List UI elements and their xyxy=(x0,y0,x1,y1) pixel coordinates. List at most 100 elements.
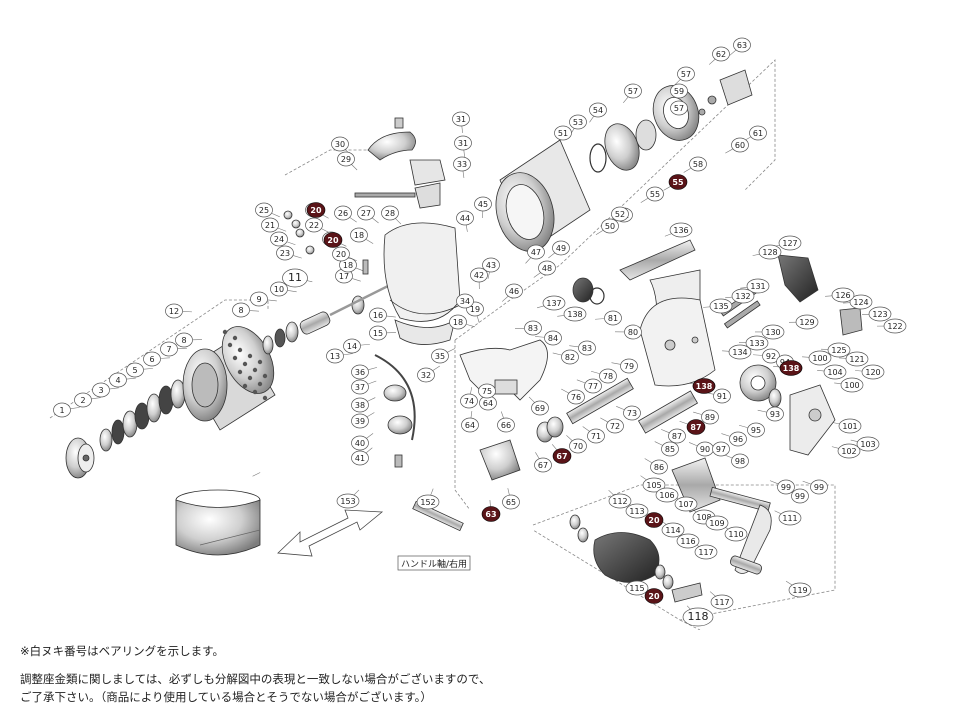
callout-label: 3 xyxy=(98,386,103,395)
callout-label: 113 xyxy=(629,507,644,516)
callout-1: 1 xyxy=(53,402,71,418)
leader-line xyxy=(725,148,733,154)
callout-label: 84 xyxy=(548,334,558,343)
leader-line xyxy=(271,213,280,218)
callout-102: 102 xyxy=(837,443,861,459)
callout-label: 40 xyxy=(355,439,365,448)
callout-120: 120 xyxy=(861,364,885,380)
leader-line xyxy=(293,255,302,259)
leader-line xyxy=(365,447,373,454)
callout-label: 52 xyxy=(615,210,625,219)
leader-line xyxy=(343,353,353,356)
callout-138: 138 xyxy=(563,306,587,322)
callout-97: 97 xyxy=(712,441,730,457)
parts-artwork xyxy=(65,69,863,603)
callout-107: 107 xyxy=(674,496,698,512)
callout-100: 100 xyxy=(840,377,864,393)
leader-line xyxy=(352,278,361,282)
callout-label: 16 xyxy=(373,311,383,320)
leader-line xyxy=(738,424,748,428)
callout-74: 74 xyxy=(460,393,478,409)
callout-label: 87 xyxy=(672,432,682,441)
leader-line xyxy=(679,420,688,425)
callout-label: 20 xyxy=(336,250,346,259)
spool-band-part xyxy=(175,489,261,556)
handle-note-box: ハンドル軸/右用 xyxy=(397,555,471,571)
callout-118: 118 xyxy=(682,607,714,627)
callout-label: 46 xyxy=(509,287,519,296)
exploded-parts-diagram: 1234567889101112131415161718181819202021… xyxy=(49,37,907,630)
leader-line xyxy=(487,271,490,279)
callout-label: 21 xyxy=(265,221,275,230)
callout-label: 17 xyxy=(339,272,349,281)
line-roller-part xyxy=(383,384,413,468)
callout-9: 9 xyxy=(250,291,268,307)
callout-label: 66 xyxy=(501,421,511,430)
callout-15: 15 xyxy=(369,325,387,341)
reel-body-part xyxy=(619,239,716,387)
callout-34: 34 xyxy=(456,293,474,309)
callout-81: 81 xyxy=(604,310,622,326)
leader-line xyxy=(623,96,629,103)
gear-parts xyxy=(637,364,836,456)
callout-112: 112 xyxy=(608,493,632,509)
callout-21: 21 xyxy=(261,217,279,233)
bearing-callout-63: 63 xyxy=(481,506,501,522)
leader-line xyxy=(500,411,504,419)
callout-label: 18 xyxy=(343,261,353,270)
callout-label: 35 xyxy=(435,352,445,361)
leader-line xyxy=(708,59,716,65)
leader-line xyxy=(368,380,377,385)
callout-label: 152 xyxy=(420,498,435,507)
callout-label: 28 xyxy=(385,209,395,218)
callout-153: 153 xyxy=(336,493,360,509)
leader-line xyxy=(590,370,600,374)
callout-62: 62 xyxy=(712,46,730,62)
callout-134: 134 xyxy=(728,344,752,360)
callout-label: 60 xyxy=(735,141,745,150)
callout-label: 22 xyxy=(309,221,319,230)
callout-label: 112 xyxy=(612,497,627,506)
callout-129: 129 xyxy=(795,314,819,330)
callout-22: 22 xyxy=(305,217,323,233)
callout-133: 133 xyxy=(745,335,769,351)
callout-75: 75 xyxy=(478,383,496,399)
callout-label: 29 xyxy=(341,155,351,164)
callout-80: 80 xyxy=(624,324,642,340)
leader-line xyxy=(367,412,375,418)
callout-label: 53 xyxy=(573,118,583,127)
leader-line xyxy=(674,79,681,86)
callout-71: 71 xyxy=(587,428,605,444)
callout-58: 58 xyxy=(689,156,707,172)
callout-8: 8 xyxy=(175,332,193,348)
bearing-callout-138: 138 xyxy=(692,378,716,394)
leader-line xyxy=(566,435,573,441)
callout-103: 103 xyxy=(856,436,880,452)
callout-83: 83 xyxy=(578,340,596,356)
leader-line xyxy=(709,591,717,597)
leader-line xyxy=(470,387,473,395)
callout-11: 11 xyxy=(282,268,308,288)
callout-label: 129 xyxy=(799,318,814,327)
callout-24: 24 xyxy=(270,231,288,247)
rotor-cup-part xyxy=(495,139,591,252)
callout-label: 11 xyxy=(288,271,302,284)
bearing-label: 20 xyxy=(327,236,339,245)
callout-label: 115 xyxy=(629,584,644,593)
callout-124: 124 xyxy=(849,294,873,310)
callout-label: 125 xyxy=(831,346,846,355)
leader-line xyxy=(654,441,663,446)
bearing-label: 138 xyxy=(783,364,800,373)
callout-label: 76 xyxy=(571,393,581,402)
leader-line xyxy=(353,489,360,496)
callout-90: 90 xyxy=(696,441,714,457)
leader-line xyxy=(372,217,379,224)
callout-72: 72 xyxy=(606,418,624,434)
callout-label: 89 xyxy=(705,413,715,422)
callout-6: 6 xyxy=(143,351,161,367)
callout-78: 78 xyxy=(599,368,617,384)
callout-8: 8 xyxy=(232,302,250,318)
washer-note-line1: 調整座金類に関しましては、必ずしも分解図中の表現と一致しない場合がございますので… xyxy=(20,672,491,686)
callout-46: 46 xyxy=(505,283,523,299)
callout-47: 47 xyxy=(527,244,545,260)
